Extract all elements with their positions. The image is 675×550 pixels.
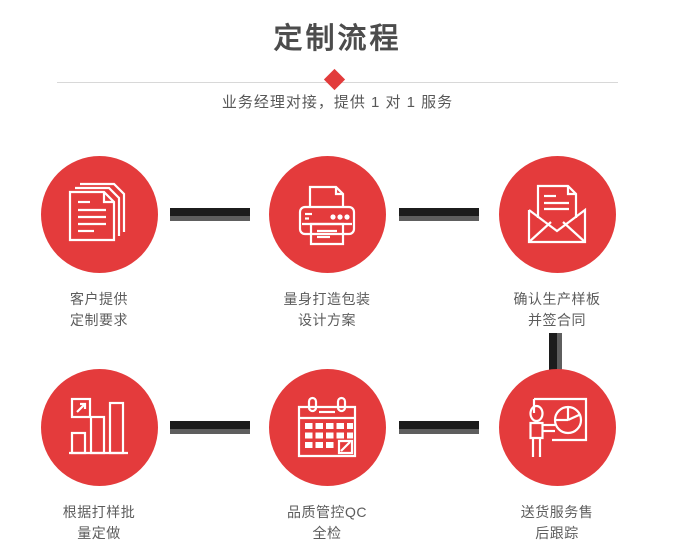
step-5-circle[interactable]	[268, 369, 386, 486]
connector-bar	[549, 333, 557, 371]
connector-horizontal-2	[399, 208, 479, 221]
step-5-label: 品质管控QC 全检	[287, 504, 367, 541]
envelope-document-icon	[527, 184, 587, 243]
connector-shadow	[557, 333, 562, 371]
flow-step-2[interactable]: 量身打造包装 设计方案	[247, 156, 407, 331]
connector-horizontal-3	[170, 421, 250, 434]
page-header: 定制流程 业务经理对接，提供 1 对 1 服务	[0, 0, 675, 125]
step-3-circle[interactable]	[498, 156, 616, 273]
step-4-circle[interactable]	[40, 369, 158, 486]
connector-bar	[399, 421, 479, 429]
connector-shadow	[399, 429, 479, 434]
connector-bar	[399, 208, 479, 216]
step-2-circle[interactable]	[268, 156, 386, 273]
connector-shadow	[170, 216, 250, 221]
flow-step-1[interactable]: 客户提供 定制要求	[19, 156, 179, 331]
connector-shadow	[170, 429, 250, 434]
title-divider	[57, 68, 618, 95]
step-1-circle[interactable]	[40, 156, 158, 273]
printer-icon	[298, 185, 356, 245]
connector-horizontal-1	[170, 208, 250, 221]
bar-chart-growth-icon	[69, 397, 128, 454]
calendar-icon	[297, 396, 357, 457]
step-6-circle[interactable]	[498, 369, 616, 486]
presentation-person-icon	[529, 397, 588, 457]
step-2-label: 量身打造包装 设计方案	[283, 291, 371, 328]
flow-step-4[interactable]: 根据打样批 量定做	[19, 369, 179, 544]
connector-bar	[170, 208, 250, 216]
step-4-label: 根据打样批 量定做	[62, 504, 136, 541]
connector-shadow	[399, 216, 479, 221]
page-subtitle: 业务经理对接，提供 1 对 1 服务	[221, 94, 454, 111]
connector-horizontal-4	[399, 421, 479, 434]
step-6-label: 送货服务售 后跟踪	[520, 504, 594, 541]
connector-bar	[170, 421, 250, 429]
connector-vertical-1	[549, 333, 562, 371]
flow-step-3[interactable]: 确认生产样板 并签合同	[477, 156, 637, 331]
flow-step-6[interactable]: 送货服务售 后跟踪	[477, 369, 637, 544]
page-title: 定制流程	[273, 23, 402, 55]
documents-icon	[68, 182, 126, 241]
flow-step-5[interactable]: 品质管控QC 全检	[247, 369, 407, 544]
step-3-label: 确认生产样板 并签合同	[513, 291, 601, 328]
step-1-label: 客户提供 定制要求	[70, 291, 128, 328]
